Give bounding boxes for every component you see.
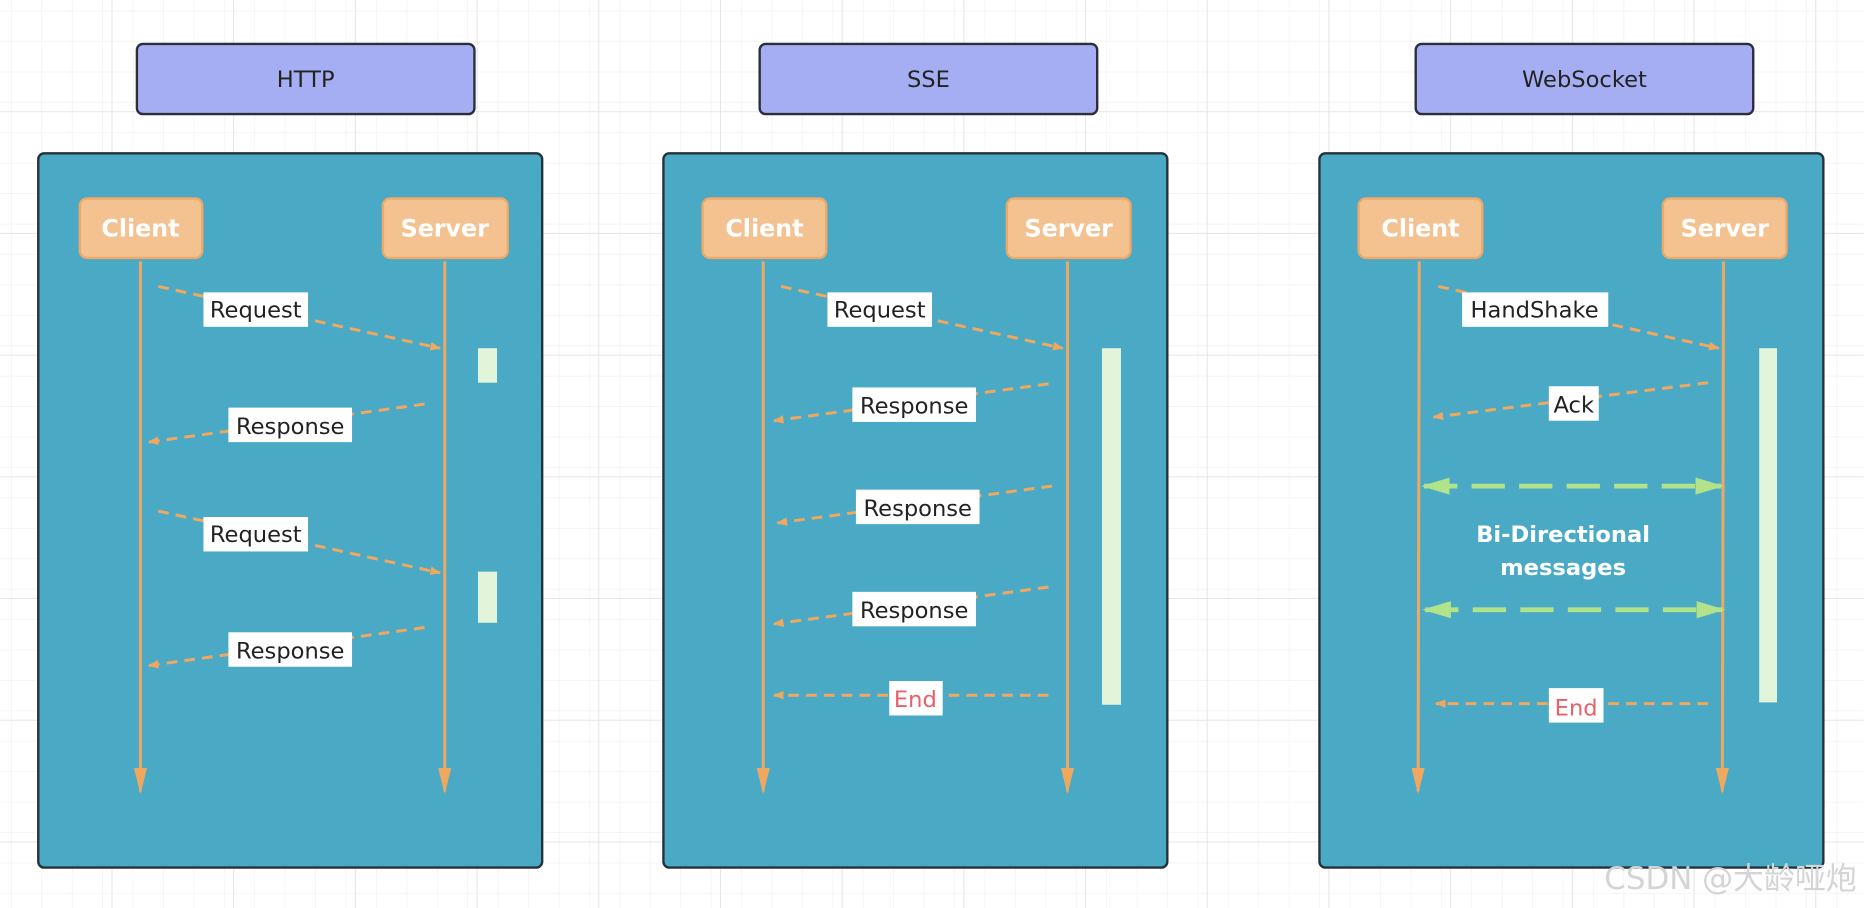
http-title: HTTP [277, 67, 335, 93]
sse-server-label: Server [1025, 215, 1114, 243]
http-server-box [381, 197, 509, 260]
websocket-activation-bar [1759, 348, 1778, 703]
websocket-ack-arrow [1432, 381, 1709, 421]
http-title-box [135, 42, 476, 116]
sse-response-label-3: Response [860, 598, 968, 624]
http-label-bg [203, 516, 309, 552]
sse-server-box [1005, 197, 1132, 260]
sse-response-arrow-2 [776, 484, 1053, 526]
http-response-arrow-2 [147, 626, 425, 669]
websocket-panel [1318, 152, 1825, 869]
sse-client-label: Client [725, 215, 803, 243]
http-request-label-1: Request [210, 297, 302, 323]
sse-label-bg [889, 681, 943, 716]
sse-client-box [701, 197, 828, 260]
http-response-label-2: Response [236, 638, 344, 664]
sse-label-bg [855, 489, 980, 525]
websocket-server-label: Server [1681, 215, 1770, 243]
websocket-client-box [1357, 197, 1484, 260]
sse-activation-bar [1101, 348, 1121, 705]
websocket-ack-label: Ack [1554, 392, 1595, 418]
http-response-label-1: Response [236, 414, 344, 440]
websocket-client-label: Client [1381, 215, 1459, 243]
http-request-label-2: Request [210, 522, 302, 548]
http-diagram: HTTP Client Server Request Response Requ… [37, 42, 544, 869]
http-label-bg [228, 632, 353, 667]
websocket-server-box [1661, 197, 1788, 260]
http-panel [37, 152, 544, 869]
http-client-label: Client [101, 215, 179, 243]
sse-response-label-1: Response [860, 394, 968, 420]
http-label-bg [228, 407, 353, 443]
http-response-arrow-1 [147, 402, 425, 446]
sse-response-arrow-1 [772, 382, 1049, 424]
sse-request-label: Request [834, 297, 926, 323]
sse-title-box [758, 42, 1099, 116]
sse-diagram: SSE Client Server Request Response Respo… [662, 42, 1169, 869]
websocket-label-bg [1548, 688, 1604, 723]
sse-response-arrow-3 [772, 585, 1049, 627]
sse-label-bg [852, 387, 976, 422]
websocket-title: WebSocket [1522, 67, 1647, 93]
websocket-bidirectional-label-1: Bi-Directional [1476, 522, 1650, 548]
watermark: CSDN @大龄哑炮 [1604, 861, 1856, 897]
websocket-server-lifeline [1715, 261, 1729, 795]
sse-response-label-2: Response [864, 496, 972, 522]
sse-end-label: End [894, 687, 937, 713]
sse-title: SSE [907, 67, 950, 93]
http-activation-bar-2 [478, 571, 498, 623]
websocket-title-box [1414, 42, 1755, 116]
websocket-client-lifeline [1411, 261, 1425, 795]
sse-label-bg [852, 591, 976, 627]
http-client-box [78, 197, 204, 260]
websocket-end-label: End [1555, 695, 1598, 721]
sse-label-bg [827, 292, 932, 327]
http-activation-bar-1 [478, 348, 498, 383]
websocket-bidirectional-label-2: messages [1500, 555, 1626, 581]
http-label-bg [203, 292, 309, 327]
websocket-label-bg [1548, 386, 1599, 421]
websocket-diagram: WebSocket Client Server HandShake Ack Bi… [1318, 42, 1825, 869]
websocket-handshake-label: HandShake [1471, 297, 1599, 323]
http-server-label: Server [401, 215, 490, 243]
websocket-label-bg [1462, 292, 1609, 327]
